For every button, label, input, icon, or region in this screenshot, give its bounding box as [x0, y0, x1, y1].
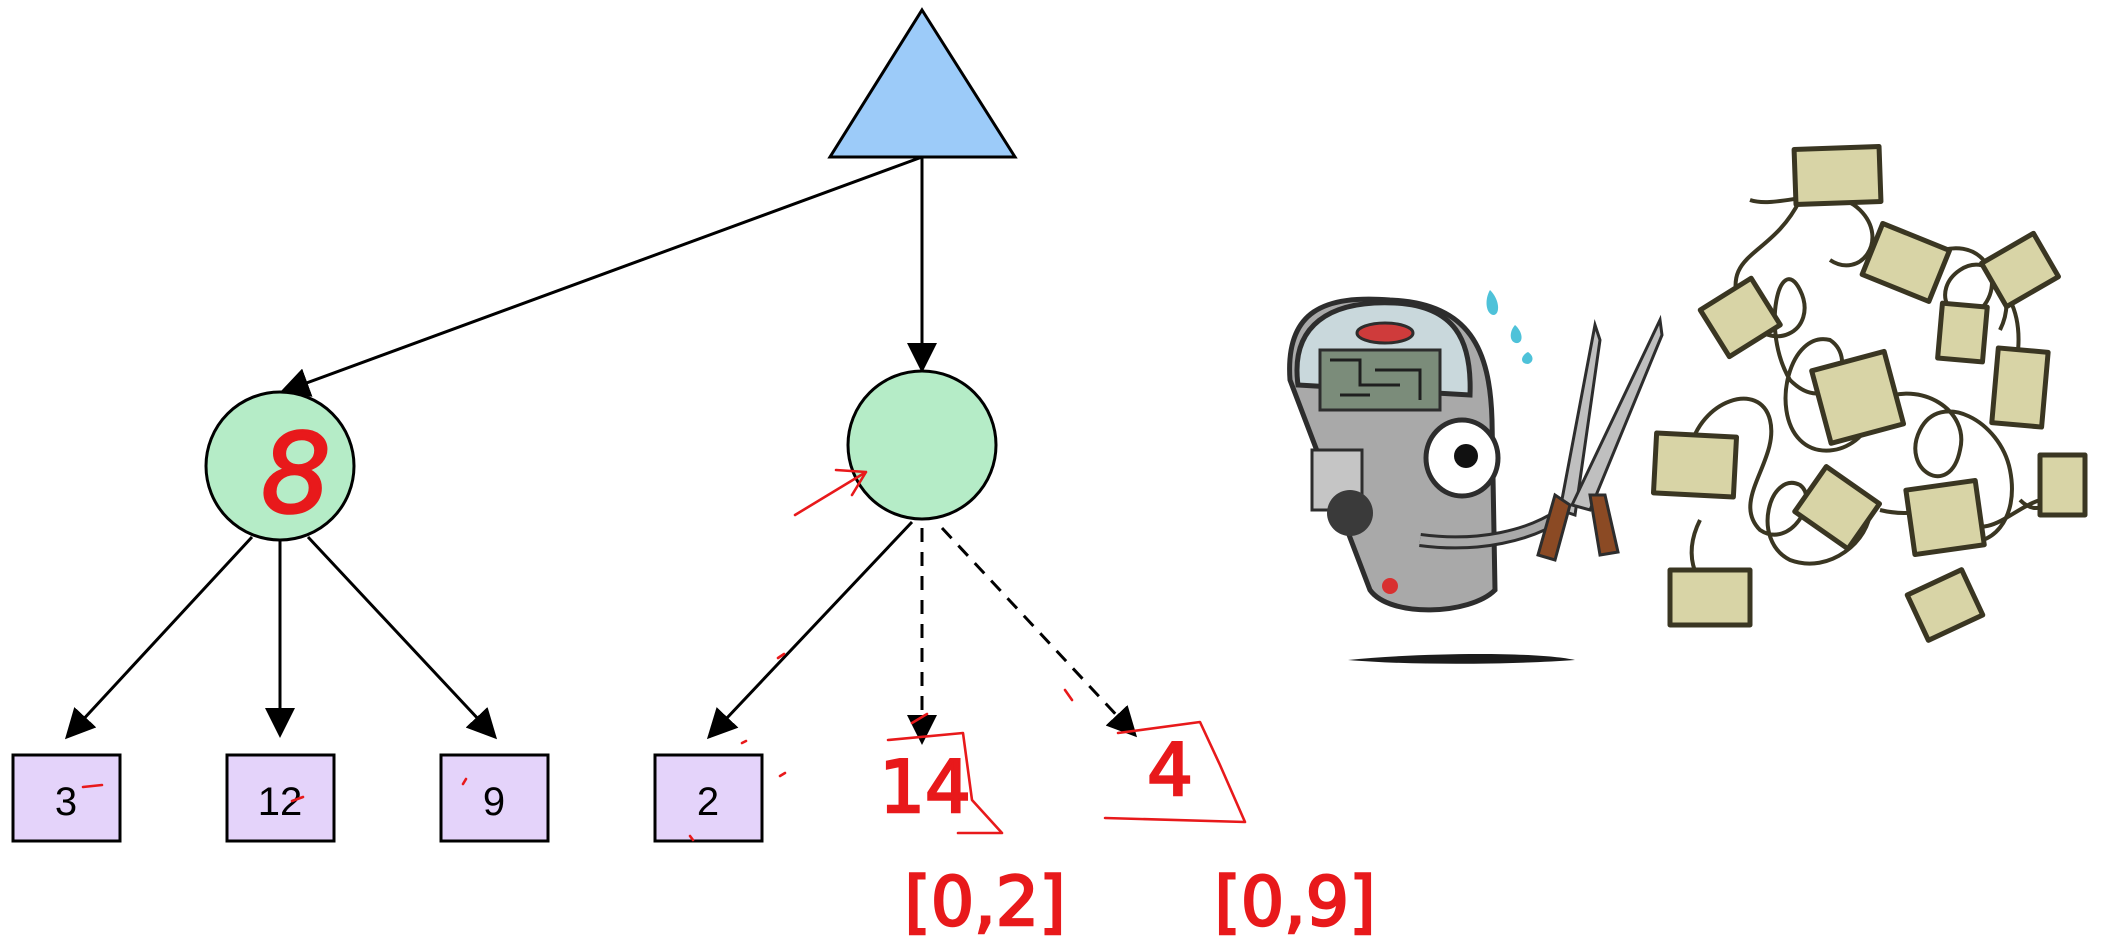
handwritten-annotations: 8 14 4 [0,2] [0,9]: [81, 409, 1377, 943]
leaf-nodes: 3 12 9 2: [11, 753, 764, 843]
pruned-leaf-value-5: 14: [879, 745, 971, 829]
leaf-value-2: 12: [258, 780, 303, 824]
tree-edges: [64, 155, 1138, 745]
tangled-sticky-notes-icon: [1650, 144, 2088, 643]
edge-right-leaf6-pruned: [940, 526, 1138, 738]
leaf-value-4: 2: [697, 780, 719, 824]
min-node-right: [846, 369, 998, 521]
leaf-box-4: [653, 753, 764, 843]
leaf-box-2: [225, 753, 336, 843]
max-root-triangle: [827, 7, 1018, 159]
edge-root-left: [279, 155, 923, 397]
pointer-arrow-ink: [793, 468, 868, 517]
leaf-value-1: 3: [55, 780, 77, 824]
min-left-annotation: 8: [261, 410, 331, 538]
edge-left-leaf1: [64, 535, 254, 740]
pruned-leaf-box-5: [886, 712, 1004, 835]
leaf-value-3: 9: [483, 780, 505, 824]
pruned-leaf-value-6: 4: [1147, 728, 1193, 812]
leaf-tick-marks: [81, 652, 787, 842]
leaf-box-1: [11, 753, 122, 843]
min-node-left: [204, 390, 356, 542]
pruned-leaf-box-6: [1063, 688, 1247, 824]
robot-with-shears-icon: [1287, 290, 1664, 664]
interval-leaf-6: [0,9]: [1214, 863, 1375, 942]
interval-leaf-5: [0,2]: [904, 863, 1065, 942]
leaf-box-3: [439, 753, 550, 843]
edge-right-leaf4: [706, 520, 914, 740]
edge-left-leaf3: [306, 535, 498, 740]
